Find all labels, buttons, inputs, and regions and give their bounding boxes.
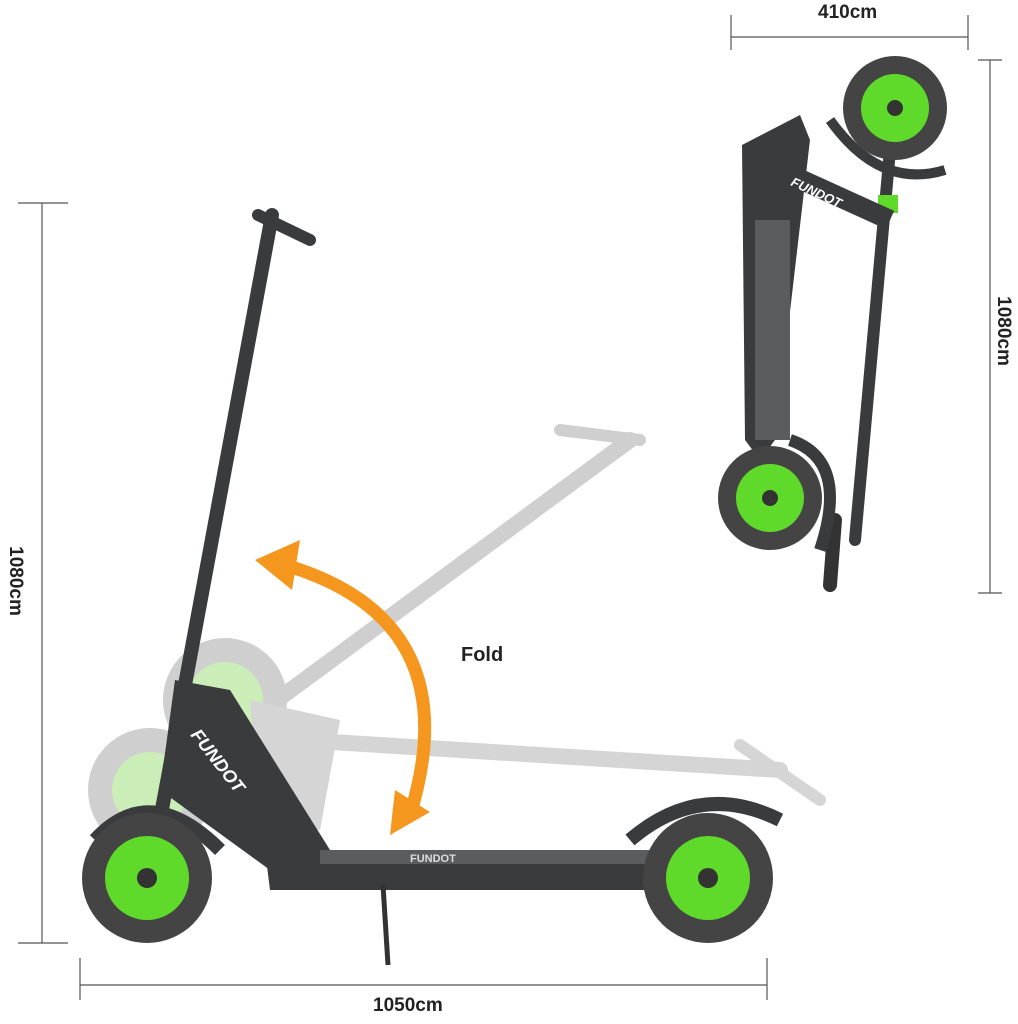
fold-label: Fold	[461, 644, 504, 666]
fold-arrow-icon	[255, 540, 432, 835]
unfolded-scooter: FUNDOT FUNDOT	[82, 208, 784, 966]
folded-height-label: 1080cm	[992, 296, 1014, 366]
folded-scooter: FUNDOT	[718, 56, 947, 592]
deck-logo: FUNDOT	[410, 853, 456, 865]
folded-width-label: 410cm	[818, 2, 878, 23]
dimension-lines	[18, 15, 1002, 1000]
unfolded-length-label: 1050cm	[373, 995, 443, 1016]
unfolded-height-label: 1080cm	[4, 546, 26, 616]
